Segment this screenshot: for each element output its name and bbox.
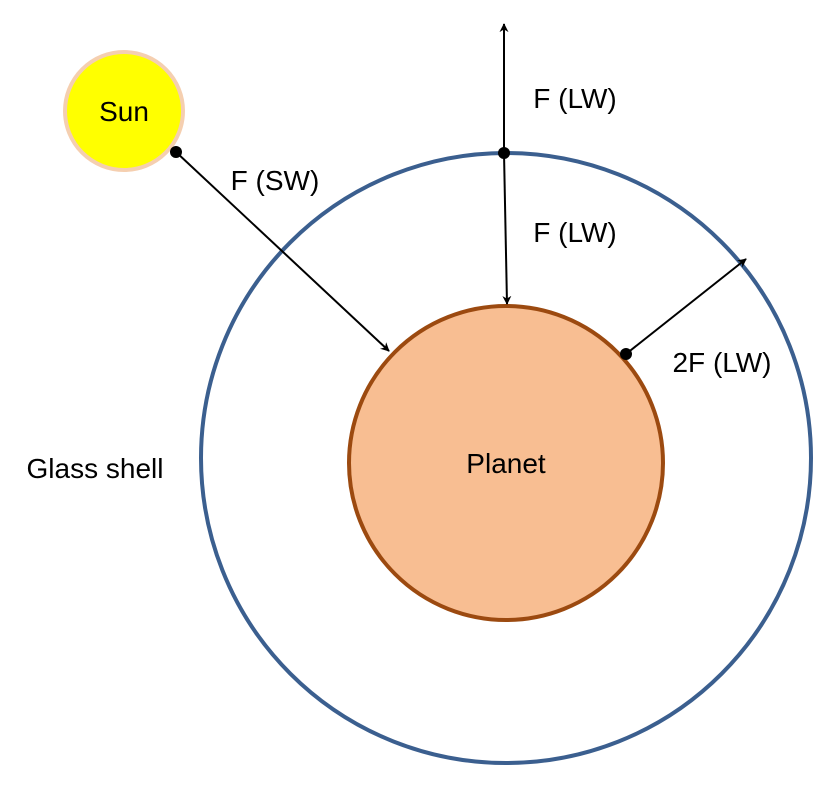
lw-planet-arrow [625,258,747,355]
sun [63,50,185,172]
planet-dot [620,348,632,360]
shell-top-dot [498,147,510,159]
planet-label: Planet [466,448,546,479]
planet [347,304,665,622]
lw-down-label: F (LW) [533,217,616,248]
lw-down-arrow [502,152,512,305]
sw-flux-arrow [175,151,390,352]
sw-flux-label: F (SW) [231,165,320,196]
glass-shell-label: Glass shell [27,453,164,484]
sun-label: Sun [99,96,149,127]
lw-planet-label: 2F (LW) [672,347,771,378]
sw-origin-dot [170,146,182,158]
lw-out-label: F (LW) [533,83,616,114]
